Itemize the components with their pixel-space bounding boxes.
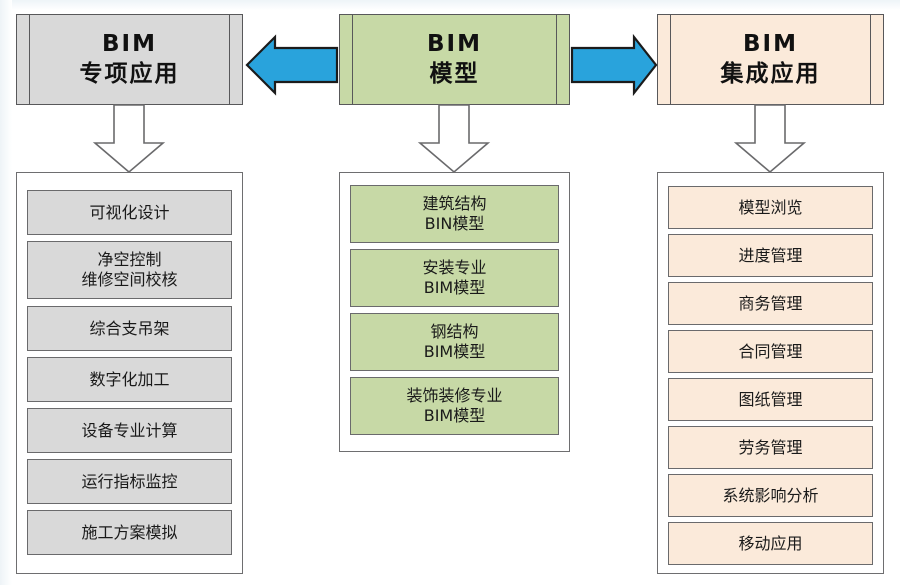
list-item-label-line2: BIM模型 [423,406,486,425]
list-item[interactable]: 安装专业 BIM模型 [350,249,559,307]
arrow-left-header-down-icon [92,104,166,174]
list-item[interactable]: 建筑结构 BIN模型 [350,185,559,243]
list-item[interactable]: 运行指标监控 [27,459,232,504]
scan-tint-top [0,0,900,10]
list-item[interactable]: 移动应用 [668,522,873,565]
list-item-label-line1: 安装专业 [422,258,487,277]
list-item-label-line1: 进度管理 [738,245,803,265]
list-item-label-line1: 设备专业计算 [81,420,178,440]
list-item-label-line1: 商务管理 [738,293,803,313]
list-item-label-line1: 合同管理 [738,341,803,361]
arrow-right-header-down-icon [733,104,807,174]
list-item-label-line1: 净空控制 [97,250,162,269]
list-item[interactable]: 合同管理 [668,330,873,373]
list-item-label-line1: 移动应用 [738,533,803,553]
header-divider-right [556,15,557,104]
list-item[interactable]: 模型浏览 [668,186,873,229]
list-item[interactable]: 图纸管理 [668,378,873,421]
scan-tint-left [0,0,12,585]
list-item-label-line2: BIM模型 [423,278,486,297]
header-box-left[interactable]: BIM 专项应用 [16,14,243,105]
list-item[interactable]: 商务管理 [668,282,873,325]
list-item-label-line1: 数字化加工 [89,369,170,389]
list-item[interactable]: 可视化设计 [27,190,232,235]
list-item-label-line2: BIM模型 [423,342,486,361]
arrow-middle-header-down-icon [417,104,491,174]
list-item-label-line1: 施工方案模拟 [81,522,178,542]
header-title-line1: BIM [743,30,798,57]
header-divider-left [670,15,671,104]
header-divider-left [352,15,353,104]
header-box-right[interactable]: BIM 集成应用 [657,14,884,105]
list-item[interactable]: 劳务管理 [668,426,873,469]
list-item[interactable]: 系统影响分析 [668,474,873,517]
header-title-line2: 集成应用 [720,61,821,87]
list-item-label-line1: 图纸管理 [738,389,803,409]
list-item[interactable]: 施工方案模拟 [27,510,232,555]
arrow-middle-to-right-icon [570,33,658,97]
arrow-middle-to-left-icon [245,34,339,96]
header-title-line2: 专项应用 [79,61,180,87]
list-item-label-line2: 维修空间校核 [81,270,178,289]
list-item[interactable]: 进度管理 [668,234,873,277]
header-title-line1: BIM [102,30,157,57]
list-item-label-line1: 建筑结构 [422,194,487,213]
list-item[interactable]: 钢结构 BIM模型 [350,313,559,371]
header-divider-right [229,15,230,104]
list-item[interactable]: 综合支吊架 [27,306,232,351]
list-item-label-line1: 系统影响分析 [722,485,819,505]
header-divider-right [870,15,871,104]
list-item-label-line1: 劳务管理 [738,437,803,457]
list-item[interactable]: 设备专业计算 [27,408,232,453]
list-item-label-line1: 运行指标监控 [81,471,178,491]
header-divider-left [29,15,30,104]
header-box-middle[interactable]: BIM 模型 [339,14,570,105]
list-item-label-line1: 综合支吊架 [89,318,170,338]
list-item-label-line1: 装饰装修专业 [406,386,503,405]
list-item[interactable]: 装饰装修专业 BIM模型 [350,377,559,435]
list-item-label-line1: 模型浏览 [738,197,803,217]
list-item[interactable]: 数字化加工 [27,357,232,402]
header-title-line1: BIM [427,30,482,57]
list-item[interactable]: 净空控制 维修空间校核 [27,241,232,299]
list-item-label-line2: BIN模型 [424,214,485,233]
list-item-label-line1: 可视化设计 [89,202,170,222]
header-title-line2: 模型 [429,61,480,87]
list-item-label-line1: 钢结构 [430,322,479,341]
